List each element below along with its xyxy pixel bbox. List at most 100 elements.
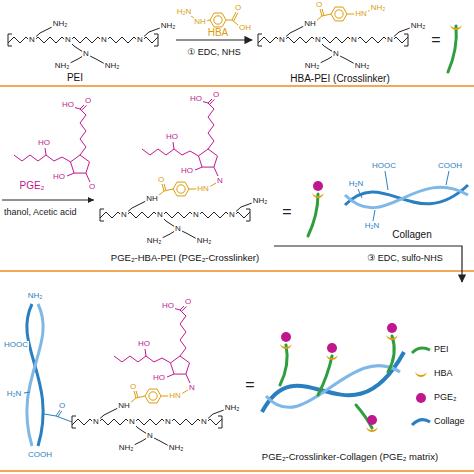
bond-line [320,9,322,16]
compound-name: PEI [67,72,83,83]
atom-label: N [64,36,72,44]
aromatic-ring [214,16,222,24]
bond-line [58,411,62,417]
collagen-strand [27,304,43,446]
reaction-arrowhead [88,197,94,203]
atom-label: NH [193,18,207,26]
atom-label: H₂N [176,8,193,16]
atom-label: HO [137,340,151,348]
equals-sign: = [430,32,441,48]
legend-sample [416,393,426,403]
bond-line [2,200,94,201]
atom-label: N [128,418,136,426]
reaction-arrow [274,246,462,282]
atom-label: NH₂ [370,4,387,12]
atom-label: COOH [27,451,53,459]
reaction-condition: ③ EDC, sulfo-NHS [366,254,444,263]
bond-line [198,149,217,167]
atom-label: NH₂ [146,237,163,245]
atom-label: NH₂ [52,20,69,28]
bond-line [331,7,347,21]
atom-label: N [136,36,144,44]
bond-line [14,155,70,162]
atom-label: HBA [207,28,230,38]
atom-label: HO [161,302,175,310]
atom-label: HO [52,173,66,181]
bond-line [81,105,86,110]
legend-samples [412,348,430,425]
bond-line [130,398,136,403]
hba-cartoon [386,334,398,340]
bond-line [67,173,74,176]
bond-line [45,148,46,155]
atom-label: N [164,418,172,426]
bond-line [322,14,331,16]
pge2-cartoon [313,181,323,191]
atom-label: thanol, Acetic acid [3,208,78,217]
bond-line [181,306,186,311]
bond-line [164,183,166,190]
atom-label: O [88,183,96,191]
atom-label: NH₂ [54,62,71,70]
legend-label: PEI [434,345,449,354]
atom-label: HO [165,133,179,141]
bond-line [158,191,164,196]
equals-sign: = [244,377,255,393]
hba-cartoon [326,354,338,360]
legend-label: HBA [434,369,453,378]
atom-label: N [188,384,196,392]
atom-label: O [234,4,242,12]
pge2-cartoon [367,415,377,425]
atom-label: N [278,36,286,44]
atom-label: N [386,36,394,44]
bond-line [208,103,214,149]
aromatic-ring [335,10,343,18]
atom-label: N [192,211,200,219]
panel-divider [0,85,474,87]
bond-line [173,182,189,196]
bond-line [373,210,375,221]
legend-label: Collage [434,417,465,426]
atom-label: N [100,36,108,44]
atom-label: NH₂ [196,237,213,245]
bond-line [186,374,190,383]
atom-label: NH₂ [410,22,427,30]
reaction-condition: ① EDC, NHS [186,48,242,57]
bond-line [80,109,86,155]
bond-line [258,37,408,43]
legend-label: PGE₂ [434,393,457,402]
atom-label: COOH [437,162,463,170]
bond-line [142,149,198,156]
atom-label: O [212,91,220,99]
atom-label: NH₂ [118,444,135,452]
compound-group: Collagen [340,158,470,242]
pei-cartoon [280,345,287,385]
bond-line [226,20,232,21]
bond-line [44,414,72,422]
pei-cartoon [318,356,332,395]
bond-line [234,13,238,21]
bond-line [214,167,218,176]
compound-group: PGE₂-Crosslinker-Collagen (PGE₂ matrix) [4,282,470,466]
atom-label: N [120,211,128,219]
atom-label: N [156,211,164,219]
equals-sign: = [281,204,292,220]
bond-line [134,391,136,398]
compound-name: Collagen [392,229,431,240]
atom-label: NH [117,402,131,410]
compound-name: PGE₂-Crosslinker-Collagen (PGE₂ matrix) [262,452,438,462]
bond-line [210,13,226,27]
atom-label: O [129,383,137,391]
compound-group: PEI [4,14,176,84]
bond-line [100,212,250,218]
atom-label: N [146,432,154,440]
bond-line [164,189,173,191]
pei-cartoon [388,336,394,372]
bond-line [8,37,158,43]
atom-label: NH₂ [304,62,321,70]
pge2-cartoon [387,323,397,333]
aromatic-ring [177,185,185,193]
atom-label: HO [189,95,203,103]
hba-cartoon [280,343,292,349]
bond-line [322,8,324,15]
